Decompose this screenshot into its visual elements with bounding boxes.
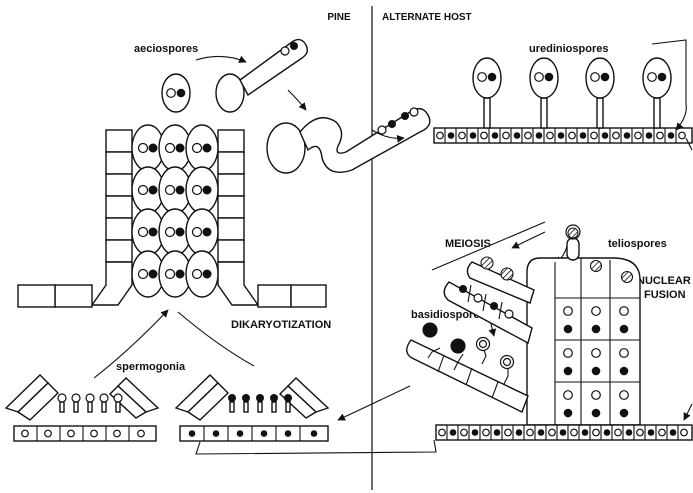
alternate-host-label: ALTERNATE HOST (382, 12, 472, 23)
spermogonia-label: spermogonia (116, 361, 186, 373)
telium (407, 225, 692, 440)
arrow-return-cycle (196, 440, 436, 454)
dikaryotization-label: DIKARYOTIZATION (231, 319, 331, 331)
arrow-basidiospores-to-pine (338, 386, 410, 420)
spermogonium-left (6, 375, 158, 441)
germinating-aeciospore-1 (216, 40, 307, 112)
spermogonium-right (176, 375, 328, 441)
fusion-label: FUSION (644, 289, 686, 301)
aeciospore-free (162, 74, 190, 112)
arrow-uredinia-to-telia (684, 404, 692, 420)
urediniospores-label: urediniospores (529, 43, 608, 55)
arrow-to-germination-2 (288, 90, 306, 110)
arrow-aeciospore-to-germination (196, 56, 246, 62)
aecium-left-wall (18, 130, 132, 307)
pine-label: PINE (327, 12, 351, 23)
aeciospores-label: aeciospores (134, 43, 198, 55)
nuclear-label: NUCLEAR (637, 275, 691, 287)
aeciospore-chains (132, 125, 218, 297)
basidium-3 (407, 340, 528, 412)
teliospores-label: teliospores (608, 238, 667, 250)
germinating-aeciospore-2 (267, 108, 430, 173)
uredinium (434, 58, 692, 143)
urediniospore-stalks (473, 58, 671, 128)
